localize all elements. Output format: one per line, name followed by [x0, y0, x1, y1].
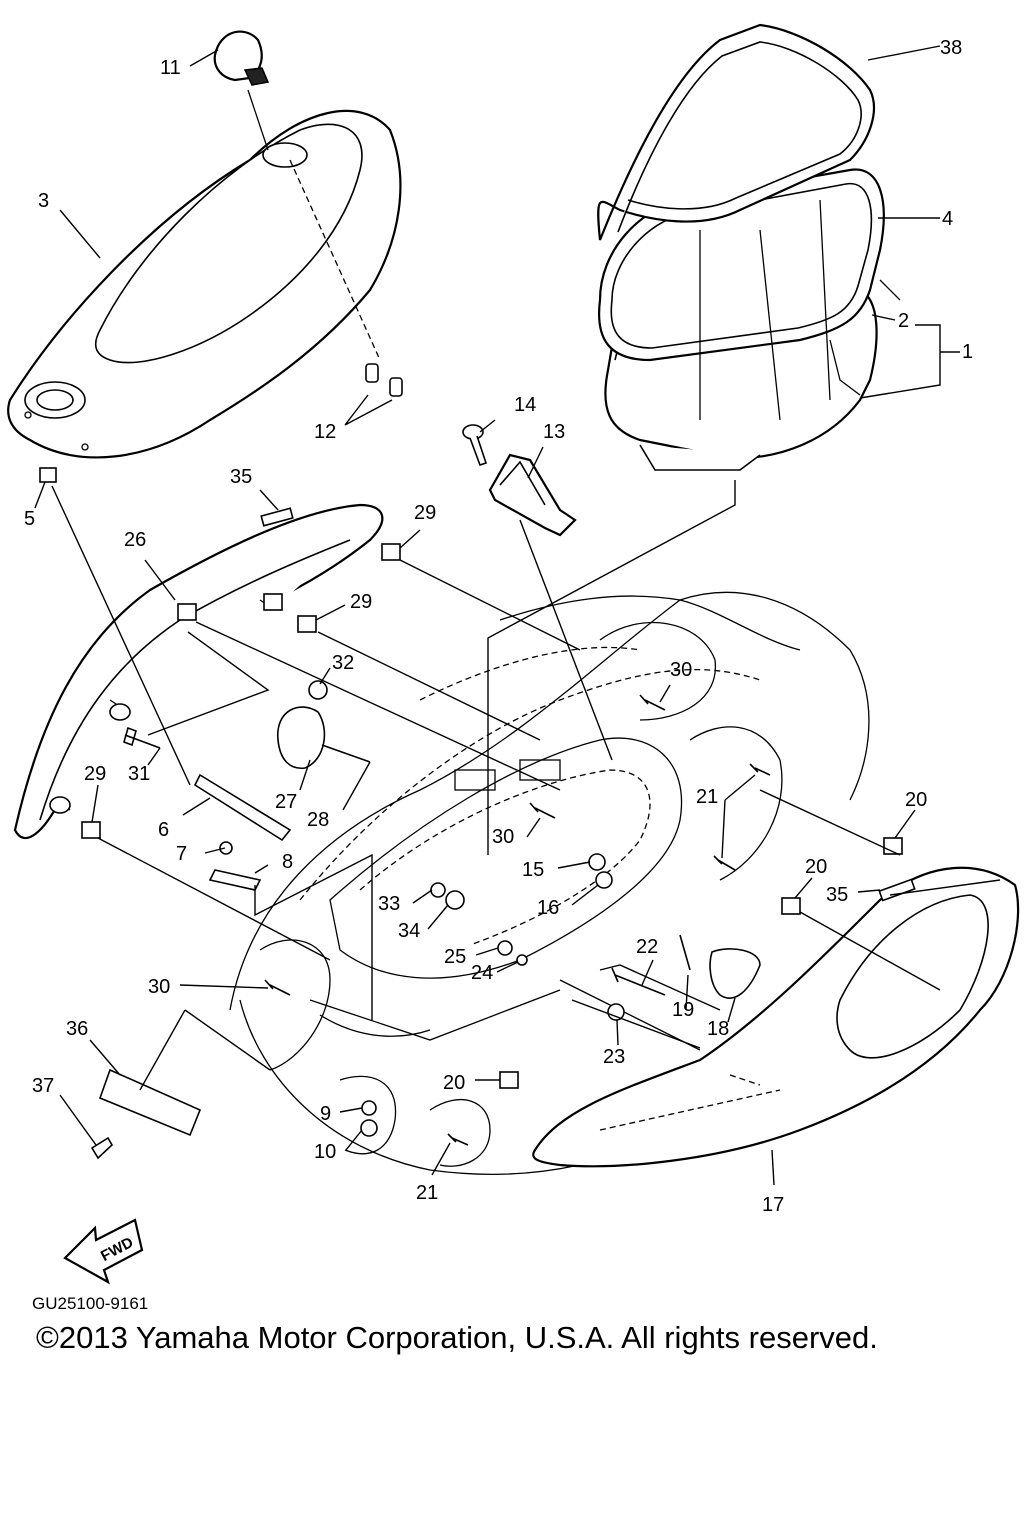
callout-30-mid: 30 [492, 826, 514, 848]
callout-29-left: 29 [84, 763, 106, 785]
callout-21-bottom: 21 [416, 1182, 438, 1204]
callout-14: 14 [514, 394, 536, 416]
callout-8: 8 [282, 851, 293, 873]
callout-1: 1 [962, 341, 973, 363]
callout-27: 27 [275, 791, 297, 813]
callout-16: 16 [537, 897, 559, 919]
callout-13: 13 [543, 421, 565, 443]
callout-33: 33 [378, 893, 400, 915]
callout-29-top: 29 [414, 502, 436, 524]
callout-23: 23 [603, 1046, 625, 1068]
callout-35-left: 35 [230, 466, 252, 488]
grommets [365, 363, 403, 397]
callout-38: 38 [940, 37, 962, 59]
copyright-notice: ©2013 Yamaha Motor Corporation, U.S.A. A… [36, 1320, 878, 1355]
callout-12: 12 [314, 421, 336, 443]
callout-10: 10 [314, 1141, 336, 1163]
callout-9: 9 [320, 1103, 331, 1125]
bracket-13 [488, 453, 577, 537]
left-side-panel [13, 503, 384, 840]
callout-36: 36 [66, 1018, 88, 1040]
callout-15: 15 [522, 859, 544, 881]
callout-28: 28 [307, 809, 329, 831]
hull-body [229, 591, 870, 1175]
fwd-arrow: FWD [63, 1218, 144, 1285]
callout-20-right: 20 [905, 789, 927, 811]
strip-35-left [260, 507, 294, 527]
callout-2: 2 [898, 310, 909, 332]
callout-21-right: 21 [696, 786, 718, 808]
callout-35-right: 35 [826, 884, 848, 906]
callout-22: 22 [636, 936, 658, 958]
label-36 [98, 1068, 202, 1137]
callout-6: 6 [158, 819, 169, 841]
callout-19: 19 [672, 999, 694, 1021]
callout-5: 5 [24, 508, 35, 530]
callout-34: 34 [398, 920, 420, 942]
callout-31: 31 [128, 763, 150, 785]
bolt-14 [462, 424, 488, 467]
right-side-panel [532, 866, 1020, 1168]
callout-32: 32 [332, 652, 354, 674]
callout-26: 26 [124, 529, 146, 551]
callouts: 38 4 2 1 11 3 12 14 13 5 35 26 29 29 32 … [24, 37, 973, 1216]
callout-30-left: 30 [148, 976, 170, 998]
callout-20-mid: 20 [805, 856, 827, 878]
callout-24: 24 [471, 962, 493, 984]
cover-lid [7, 109, 402, 459]
callout-25: 25 [444, 946, 466, 968]
callout-18: 18 [707, 1018, 729, 1040]
callout-17: 17 [762, 1194, 784, 1216]
clip-5 [39, 467, 57, 483]
callout-7: 7 [176, 843, 187, 865]
callout-30-top: 30 [670, 659, 692, 681]
latch-part [213, 30, 270, 86]
document-code: GU25100-9161 [32, 1294, 149, 1313]
callout-11: 11 [160, 57, 181, 79]
callout-29-mid: 29 [350, 591, 372, 613]
leader-lines [34, 45, 1001, 1186]
callout-20-left: 20 [443, 1072, 465, 1094]
storage-bin [597, 23, 901, 471]
callout-3: 3 [38, 190, 49, 212]
rivet-37 [90, 1136, 114, 1160]
callout-37: 37 [32, 1075, 54, 1097]
callout-4: 4 [942, 208, 953, 230]
